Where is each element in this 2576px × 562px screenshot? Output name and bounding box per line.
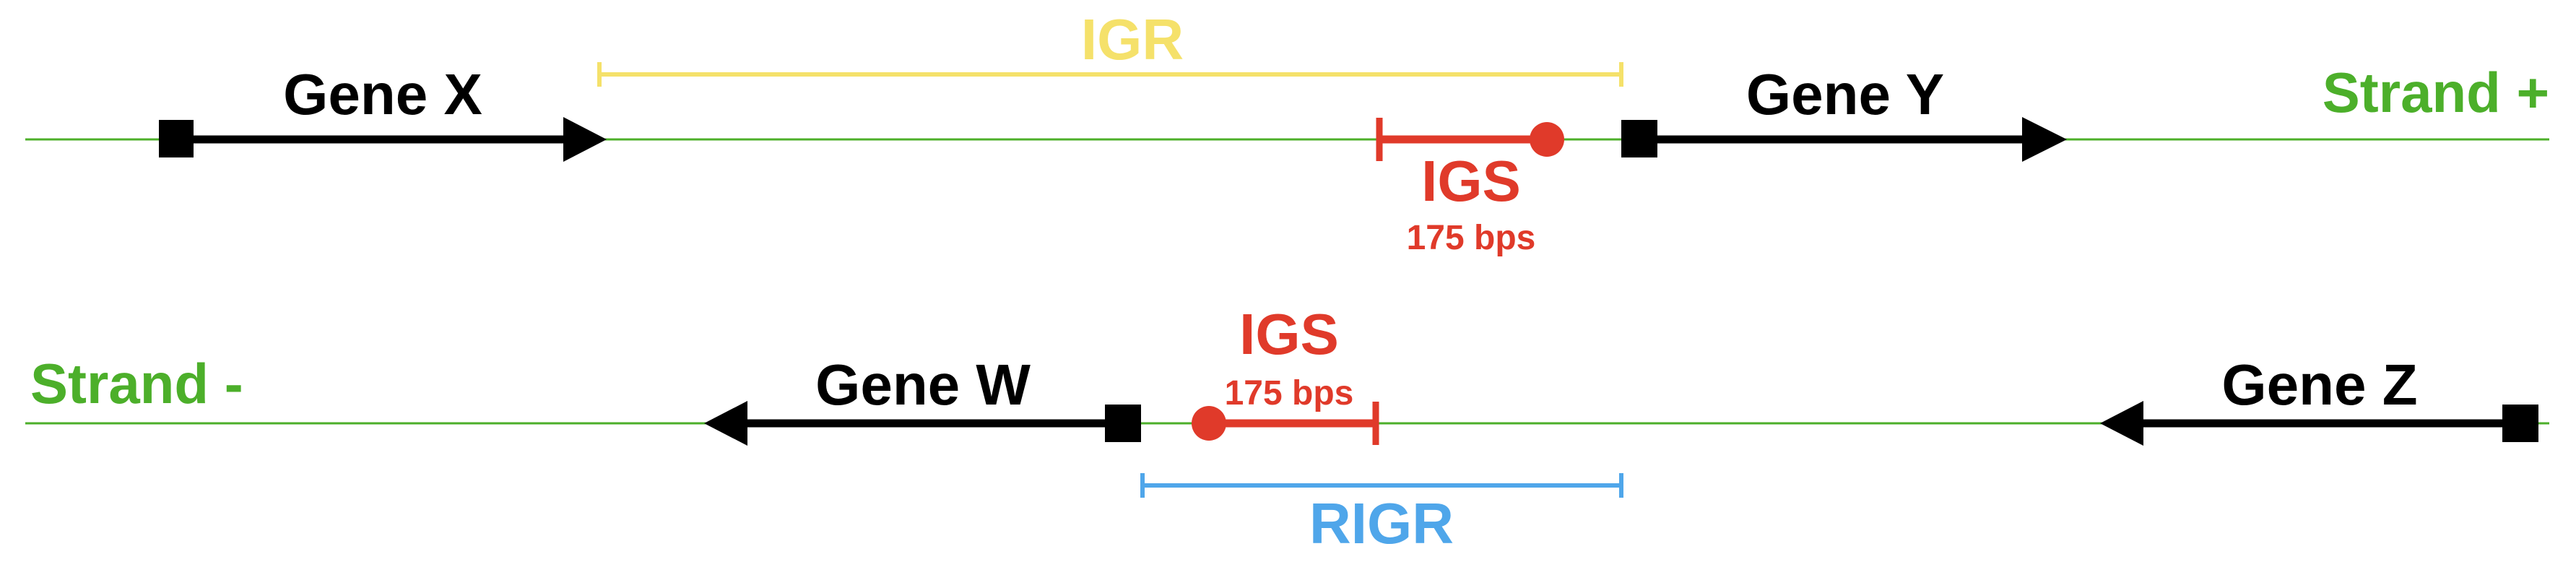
gene-x-arrow — [159, 117, 607, 162]
igr-label: IGR — [1081, 7, 1184, 72]
igs-top-marker — [1376, 118, 1564, 161]
gene-y-arrow — [1621, 117, 2067, 162]
rigr-bracket — [1140, 473, 1623, 498]
rigr-label: RIGR — [1309, 491, 1454, 555]
igs-top-size: 175 bps — [1407, 219, 1536, 257]
gene-z-label: Gene Z — [2221, 353, 2417, 417]
gene-y-label: Gene Y — [1746, 62, 1944, 126]
gene-w-arrow — [704, 401, 1141, 446]
igs-bottom-label: IGS — [1239, 302, 1339, 366]
igr-bracket — [597, 62, 1623, 87]
igs-bottom-marker — [1192, 402, 1379, 445]
gene-x-label: Gene X — [283, 62, 482, 126]
igs-top-label: IGS — [1421, 149, 1521, 213]
igs-bottom-size: 175 bps — [1225, 374, 1354, 412]
gene-z-arrow — [2100, 401, 2538, 446]
gene-w-label: Gene W — [815, 353, 1031, 417]
strand-minus-label: Strand - — [30, 352, 243, 415]
strand-plus-label: Strand + — [2323, 61, 2549, 124]
